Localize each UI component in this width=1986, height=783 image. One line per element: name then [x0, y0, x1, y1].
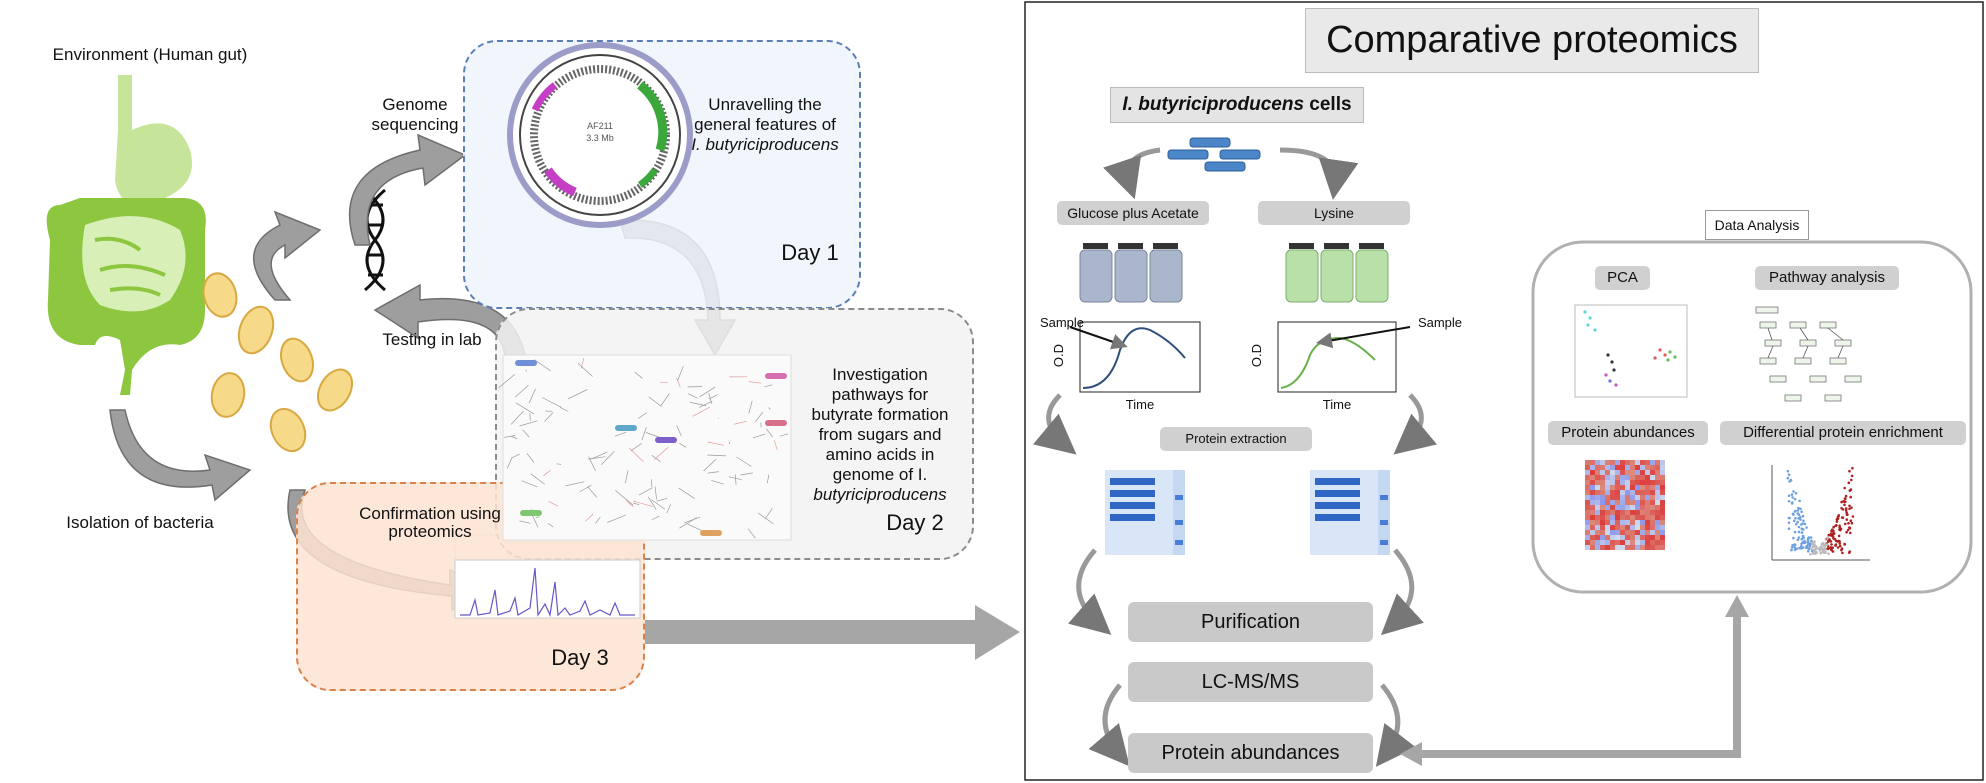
right-panel-frame — [1024, 1, 1984, 781]
day2-text-line: Investigation — [832, 365, 928, 384]
day2-text: Investigation pathways for butyrate form… — [795, 365, 965, 505]
day2-text-line: genome of I. — [832, 465, 928, 484]
right-curve-arrow-3 — [1375, 683, 1417, 767]
protein-abundances-step: Protein abundances — [1128, 733, 1373, 773]
day3-text-line2: proteomics — [388, 522, 472, 541]
right-curve-arrow-1 — [1393, 393, 1438, 455]
day2-text-line: butyrate formation — [811, 405, 949, 424]
day1-text: Unravelling the general features of I. b… — [680, 95, 850, 155]
left-curve-arrow-1 — [1032, 393, 1077, 455]
day1-label: Day 1 — [781, 240, 839, 265]
left-curve-arrow-3 — [1088, 683, 1130, 767]
day2-text-line: butyriciproducens — [813, 485, 947, 504]
pca-plot-thumbnail — [1574, 304, 1688, 398]
cells-label: I. butyriciproducens cells — [1110, 87, 1364, 123]
protein-heatmap-thumbnail — [1585, 460, 1665, 550]
cells-label-species: I. butyriciproducens — [1122, 94, 1305, 115]
condition-glucose-label: Glucose plus Acetate — [1057, 201, 1209, 225]
day3-label: Day 3 — [551, 645, 609, 670]
differential-enrichment-label: Differential protein enrichment — [1720, 421, 1966, 445]
sample-label-right: Sample — [1417, 315, 1463, 330]
day1-text-line2: general features of — [694, 115, 836, 134]
day2-text-line: pathways for — [831, 385, 929, 404]
cells-to-lysine-arrow — [1279, 147, 1359, 200]
day3-text-line1: Confirmation using — [359, 504, 501, 523]
data-analysis-title: Data Analysis — [1705, 210, 1809, 240]
gel-icon-left — [1105, 470, 1185, 555]
right-curve-arrow-2 — [1380, 548, 1424, 636]
genome-map-size: 3.3 Mb — [586, 133, 614, 143]
sample-label-left: Sample — [1039, 315, 1085, 330]
pathway-analysis-thumbnail — [1755, 306, 1862, 402]
abundance-to-analysis-arrow — [1400, 595, 1749, 766]
lysine-bottles — [1285, 243, 1389, 303]
day3-text: Confirmation using proteomics — [340, 505, 520, 541]
purification-step: Purification — [1128, 602, 1373, 642]
environment-label: Environment (Human gut) — [52, 45, 248, 64]
pca-label: PCA — [1595, 266, 1650, 290]
growth-curve-right — [1277, 321, 1411, 393]
growth-curve-left — [1069, 321, 1201, 393]
cells-to-glucose-arrow — [1103, 147, 1161, 200]
lcms-step: LC-MS/MS — [1128, 662, 1373, 702]
left-curve-arrow-2 — [1068, 548, 1112, 635]
isolation-label: Isolation of bacteria — [66, 513, 214, 532]
condition-lysine-label: Lysine — [1258, 201, 1410, 225]
page-title: Comparative proteomics — [1305, 8, 1759, 73]
day2-text-line: amino acids in — [825, 445, 935, 464]
glucose-bottles — [1079, 243, 1183, 303]
protein-abundances-label: Protein abundances — [1548, 421, 1708, 445]
protein-extraction-label: Protein extraction — [1160, 427, 1312, 451]
human-gut-illustration — [46, 75, 206, 395]
cells-label-suffix: cells — [1304, 94, 1352, 115]
rod-cells-icon — [1167, 137, 1261, 172]
genome-map-center-label: AF211 3.3 Mb — [570, 120, 630, 144]
bacteria-illustration — [202, 272, 354, 453]
dna-icon — [364, 188, 386, 292]
testing-lab-label: Testing in lab — [382, 330, 482, 349]
day1-text-line3: I. butyriciproducens — [691, 135, 839, 154]
day1-text-line1: Unravelling the — [708, 95, 822, 114]
gel-icon-right — [1310, 470, 1390, 555]
day2-text-line: from sugars and — [818, 425, 942, 444]
volcano-plot-thumbnail — [1771, 465, 1870, 561]
day2-label: Day 2 — [886, 510, 944, 535]
time-axis-label-right: Time — [1322, 397, 1352, 412]
time-axis-label-left: Time — [1125, 397, 1155, 412]
pathway-analysis-label: Pathway analysis — [1755, 266, 1899, 290]
genome-map-name: AF211 — [587, 121, 613, 131]
big-transition-arrow — [645, 605, 1020, 660]
